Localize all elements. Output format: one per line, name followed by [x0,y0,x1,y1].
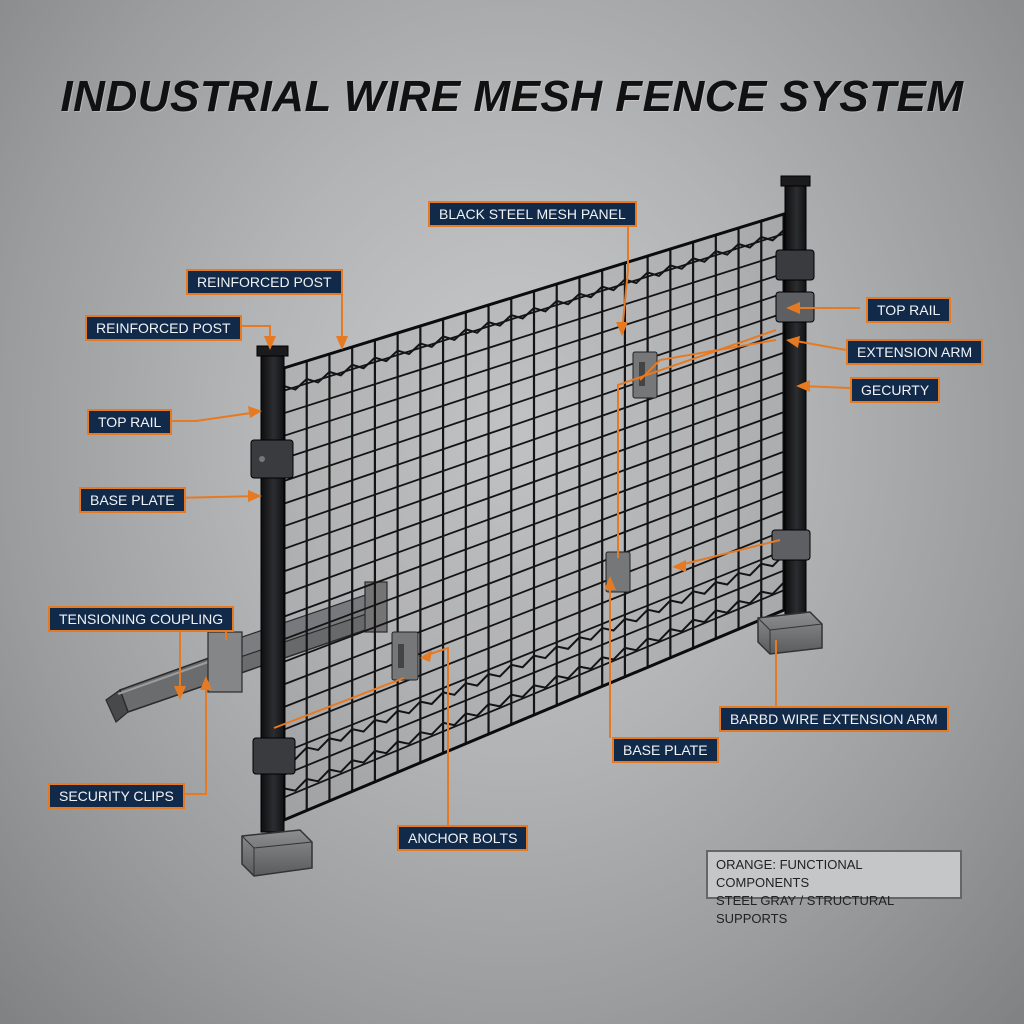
leader-extension-center [675,539,781,567]
mesh-horizontal-wire [283,292,785,460]
mesh-panel [282,211,786,823]
mesh-horizontal-wire [283,589,785,799]
leader-arrowheads [174,302,810,700]
mesh-horizontal-wire [283,470,785,663]
callout-top-rail-right: TOP RAIL [866,297,952,323]
legend-line-orange: ORANGE: FUNCTIONAL COMPONENTS [716,857,863,890]
mesh-horizontal-wire [283,252,785,415]
callout-barbd-wire-extension-arm: BARBD WIRE EXTENSION ARM [719,706,949,732]
callout-tensioning-coupling: TENSIONING COUPLING [48,606,235,632]
mesh-v-fold [283,581,785,792]
leader-top-rail-left [172,411,259,422]
callout-reinforced-post-1: REINFORCED POST [186,269,343,295]
mesh-horizontal-wire [283,510,785,708]
leader-base-plate-left [171,495,259,499]
leader-clip-top [639,339,777,381]
leader-security-clips [170,680,207,795]
callout-base-plate-center: BASE PLATE [612,737,719,763]
callout-security-clips: SECURITY CLIPS [48,783,185,809]
left-post [241,345,313,877]
callout-anchor-bolts: ANCHOR BOLTS [397,825,529,851]
mesh-horizontal-wire [283,490,785,686]
callout-top-rail-left: TOP RAIL [87,409,173,435]
callout-reinforced-post-2: REINFORCED POST [85,315,242,341]
mesh-horizontal-wire [283,331,785,505]
mesh-horizontal-wire [283,450,785,641]
mesh-horizontal-wire [283,312,785,482]
leader-extension-arm [789,339,847,351]
mesh-horizontal-wire [283,430,785,618]
leader-anchor-bolts-2 [273,677,405,729]
callout-extension-arm: EXTENSION ARM [846,339,984,365]
mesh-horizontal-wire [283,529,785,731]
callout-black-steel-mesh-panel: BLACK STEEL MESH PANEL [428,201,637,227]
mesh-v-fold [283,229,785,391]
callout-gecurty: GECURTY [850,377,941,403]
callout-base-plate-left: BASE PLATE [79,487,186,513]
legend-line-steel: STEEL GRAY / STRUCTURAL SUPPORTS [716,893,894,926]
mesh-horizontal-wire [283,272,785,437]
legend: ORANGE: FUNCTIONAL COMPONENTS STEEL GRAY… [706,850,962,926]
mesh-horizontal-wire [283,391,785,573]
page-title: INDUSTRIAL WIRE MESH FENCE SYSTEM [60,72,964,121]
mesh-horizontal-wire [283,569,785,776]
mesh-horizontal-wire [283,549,785,754]
leader-anchor-bolts [423,646,449,826]
mesh-v-fold [283,553,785,761]
mesh-horizontal-wire [283,351,785,528]
mesh-horizontal-wire [283,371,785,550]
right-post [757,175,823,655]
mesh-horizontal-wire [283,411,785,595]
